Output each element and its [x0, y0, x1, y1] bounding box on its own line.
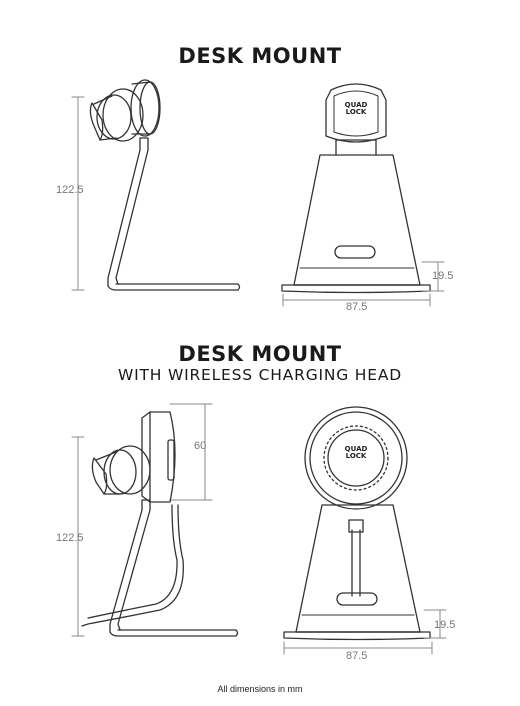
bottom-title: DESK MOUNT — [178, 342, 342, 366]
bottom-width-label: 87.5 — [346, 650, 368, 662]
bottom-front-view — [283, 406, 431, 641]
bottom-side-view — [81, 411, 239, 637]
quad-lock-logo-bottom: QUAD LOCK — [340, 446, 372, 460]
top-front-base-height-dimension — [421, 261, 445, 292]
logo-line-2: LOCK — [345, 452, 367, 460]
bottom-height-label: 122.5 — [56, 532, 84, 544]
top-width-label: 87.5 — [346, 301, 368, 313]
bottom-side-head-dimension — [169, 403, 213, 501]
bottom-head-label: 60 — [194, 440, 207, 452]
footer-note: All dimensions in mm — [217, 684, 303, 694]
quad-lock-logo-top: QUAD LOCK — [340, 102, 372, 116]
top-title: DESK MOUNT — [178, 44, 342, 68]
bottom-side-height-dimension — [71, 436, 85, 637]
logo-line-1: QUAD — [344, 101, 368, 109]
top-front-width-dimension — [282, 293, 431, 307]
bottom-front-base-height-dimension — [423, 609, 447, 639]
logo-line-1: QUAD — [344, 445, 368, 453]
top-base-height-label: 19.5 — [432, 270, 454, 282]
bottom-front-width-dimension — [283, 641, 433, 655]
bottom-subtitle: WITH WIRELESS CHARGING HEAD — [118, 366, 402, 384]
logo-line-2: LOCK — [345, 108, 367, 116]
top-side-view — [89, 79, 241, 291]
top-side-height-dimension — [71, 96, 85, 291]
bottom-base-height-label: 19.5 — [434, 619, 456, 631]
top-height-label: 122.5 — [56, 184, 84, 196]
